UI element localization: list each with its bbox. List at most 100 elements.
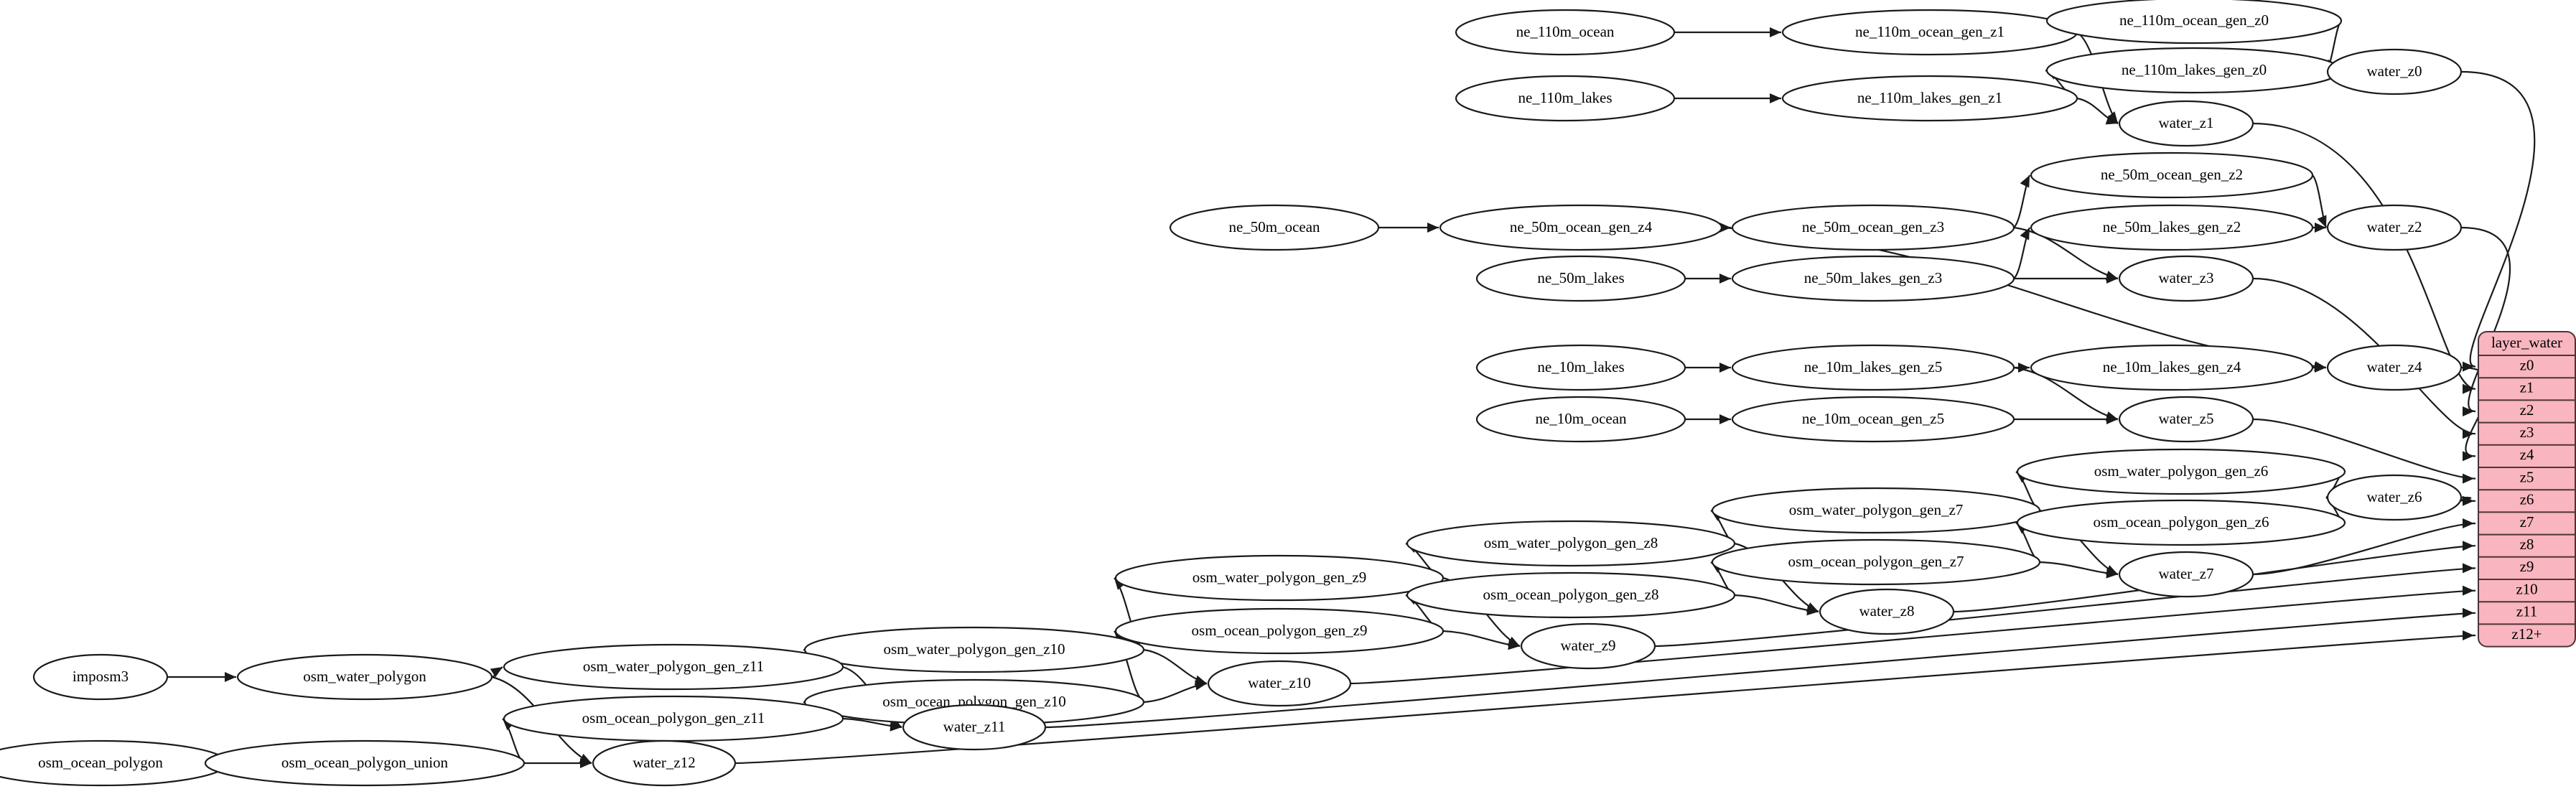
node-shape (2326, 474, 2463, 521)
node-label: ne_50m_lakes_gen_z2 (2103, 218, 2241, 235)
node-shape (2326, 204, 2463, 251)
node-label: water_z0 (2367, 62, 2422, 80)
graph-node-ne_110m_lakes_gen_z0[interactable]: ne_110m_lakes_gen_z0 (2045, 47, 2343, 94)
edge-arrowhead (1427, 223, 1439, 233)
node-shape (1731, 344, 2015, 391)
graph-node-ne_10m_ocean[interactable]: ne_10m_ocean (1475, 396, 1686, 443)
node-label: water_z1 (2159, 114, 2214, 131)
node-label: water_z4 (2367, 358, 2422, 375)
graph-node-water_z2[interactable]: water_z2 (2326, 204, 2463, 251)
graph-node-ne_50m_ocean_gen_z2[interactable]: ne_50m_ocean_gen_z2 (2030, 151, 2314, 199)
graph-node-water_z12[interactable]: water_z12 (592, 739, 737, 787)
node-label: ne_10m_lakes_gen_z5 (1804, 358, 1942, 375)
node-label: ne_50m_ocean_gen_z3 (1802, 218, 1944, 235)
graph-node-water_z10[interactable]: water_z10 (1207, 660, 1352, 707)
graph-node-ne_110m_lakes_gen_z1[interactable]: ne_110m_lakes_gen_z1 (1781, 75, 2078, 122)
node-shape (2030, 151, 2314, 199)
edge-arrowhead (580, 758, 592, 768)
edge-arrowhead (1770, 93, 1781, 103)
node-shape (1207, 660, 1352, 707)
graph-node-osm_ocean_polygon_gen_z11[interactable]: osm_ocean_polygon_gen_z11 (503, 695, 844, 742)
graph-node-water_z9[interactable]: water_z9 (1520, 622, 1656, 670)
edge-arrowhead (2018, 363, 2030, 373)
graph-node-ne_50m_lakes[interactable]: ne_50m_lakes (1475, 255, 1686, 302)
graph-node-water_z3[interactable]: water_z3 (2118, 255, 2254, 302)
graph-node-ne_10m_lakes_gen_z4[interactable]: ne_10m_lakes_gen_z4 (2030, 344, 2314, 391)
graph-node-water_z7[interactable]: water_z7 (2118, 551, 2254, 598)
node-shape (1475, 396, 1686, 443)
graph-node-water_z1[interactable]: water_z1 (2118, 100, 2254, 147)
graph-node-ne_10m_ocean_gen_z5[interactable]: ne_10m_ocean_gen_z5 (1731, 396, 2015, 443)
graph-node-osm_ocean_polygon_gen_z7[interactable]: osm_ocean_polygon_gen_z7 (1711, 538, 2041, 586)
edge-arrowhead (2463, 495, 2474, 506)
graph-node-ne_50m_lakes_gen_z2[interactable]: ne_50m_lakes_gen_z2 (2030, 204, 2314, 251)
graph-node-water_z0[interactable]: water_z0 (2326, 48, 2463, 95)
node-label: osm_water_polygon_gen_z10 (883, 640, 1065, 658)
graph-node-osm_water_polygon_gen_z9[interactable]: osm_water_polygon_gen_z9 (1114, 554, 1445, 602)
graph-node-ne_110m_ocean[interactable]: ne_110m_ocean (1455, 9, 1676, 56)
edge-arrowhead (490, 667, 503, 678)
graph-node-osm_water_polygon_gen_z7[interactable]: osm_water_polygon_gen_z7 (1711, 487, 2041, 534)
node-label: osm_ocean_polygon_gen_z11 (582, 709, 765, 727)
node-shape (2030, 344, 2314, 391)
graph-node-osm_ocean_polygon[interactable]: osm_ocean_polygon (0, 739, 229, 787)
node-shape (2326, 48, 2463, 95)
node-label: water_z8 (1859, 602, 1915, 620)
graph-node-osm_water_polygon_gen_z6[interactable]: osm_water_polygon_gen_z6 (2016, 448, 2346, 495)
graph-node-ne_50m_lakes_gen_z3[interactable]: ne_50m_lakes_gen_z3 (1731, 255, 2015, 302)
edge-arrowhead (2463, 585, 2474, 596)
edge-layer (167, 17, 2536, 768)
graph-edge (2252, 122, 2476, 390)
graph-node-osm_ocean_polygon_gen_z6[interactable]: osm_ocean_polygon_gen_z6 (2016, 499, 2346, 546)
graph-node-ne_50m_ocean_gen_z4[interactable]: ne_50m_ocean_gen_z4 (1439, 204, 1723, 251)
node-shape (1406, 571, 1736, 619)
graph-edge (2039, 561, 2119, 576)
graph-node-ne_110m_ocean_gen_z1[interactable]: ne_110m_ocean_gen_z1 (1781, 9, 2078, 56)
node-label: osm_water_polygon (303, 668, 426, 685)
edge-arrowhead (2463, 563, 2474, 574)
node-shape (1711, 538, 2041, 586)
graph-node-ne_10m_lakes_gen_z5[interactable]: ne_10m_lakes_gen_z5 (1731, 344, 2015, 391)
node-label: ne_110m_lakes_gen_z0 (2122, 61, 2267, 78)
table-row-label-z0: z0 (2520, 356, 2534, 373)
graph-node-water_z11[interactable]: water_z11 (902, 704, 1047, 751)
graph-node-osm_water_polygon[interactable]: osm_water_polygon (236, 653, 493, 701)
graph-edge (2460, 226, 2511, 413)
table-row-label-z12+: z12+ (2511, 625, 2542, 643)
graph-node-water_z8[interactable]: water_z8 (1819, 588, 1955, 635)
edge-arrowhead (2463, 429, 2474, 439)
graph-node-ne_50m_ocean_gen_z3[interactable]: ne_50m_ocean_gen_z3 (1731, 204, 2015, 251)
graph-node-osm_water_polygon_gen_z10[interactable]: osm_water_polygon_gen_z10 (803, 626, 1145, 673)
graph-node-ne_50m_ocean[interactable]: ne_50m_ocean (1169, 204, 1380, 251)
graph-node-osm_water_polygon_gen_z11[interactable]: osm_water_polygon_gen_z11 (503, 643, 844, 691)
graph-node-water_z6[interactable]: water_z6 (2326, 474, 2463, 521)
edge-arrowhead (1719, 414, 1731, 424)
edge-arrowhead (225, 672, 236, 682)
graph-node-ne_110m_lakes[interactable]: ne_110m_lakes (1455, 75, 1676, 122)
node-shape (1114, 607, 1445, 655)
graph-node-osm_ocean_polygon_gen_z8[interactable]: osm_ocean_polygon_gen_z8 (1406, 571, 1736, 619)
node-label: water_z12 (633, 754, 695, 771)
layer-water-table[interactable]: layer_waterz0z1z2z3z4z5z6z7z8z9z10z11z12… (2478, 331, 2576, 648)
node-label: ne_10m_ocean (1535, 410, 1627, 427)
edge-arrowhead (2020, 175, 2030, 188)
graph-node-ne_110m_ocean_gen_z0[interactable]: ne_110m_ocean_gen_z0 (2045, 0, 2343, 45)
graph-node-water_z5[interactable]: water_z5 (2118, 396, 2254, 443)
node-label: osm_water_polygon_gen_z8 (1484, 534, 1658, 551)
node-label: water_z7 (2159, 565, 2214, 582)
node-label: ne_110m_ocean_gen_z0 (2119, 11, 2269, 29)
graph-node-osm_water_polygon_gen_z8[interactable]: osm_water_polygon_gen_z8 (1406, 520, 1736, 567)
node-shape (32, 653, 169, 701)
graph-node-osm_ocean_polygon_gen_z9[interactable]: osm_ocean_polygon_gen_z9 (1114, 607, 1445, 655)
node-shape (2045, 0, 2343, 45)
edge-arrowhead (1719, 363, 1731, 373)
edge-arrowhead (1195, 680, 1207, 691)
node-shape (2030, 204, 2314, 251)
graph-node-water_z4[interactable]: water_z4 (2326, 344, 2463, 391)
node-label: ne_50m_ocean (1228, 218, 1320, 235)
graph-node-imposm3[interactable]: imposm3 (32, 653, 169, 701)
edge-arrowhead (2463, 383, 2474, 394)
graph-node-osm_ocean_polygon_union[interactable]: osm_ocean_polygon_union (204, 739, 526, 787)
edge-arrowhead (2105, 115, 2118, 125)
graph-node-ne_10m_lakes[interactable]: ne_10m_lakes (1475, 344, 1686, 391)
